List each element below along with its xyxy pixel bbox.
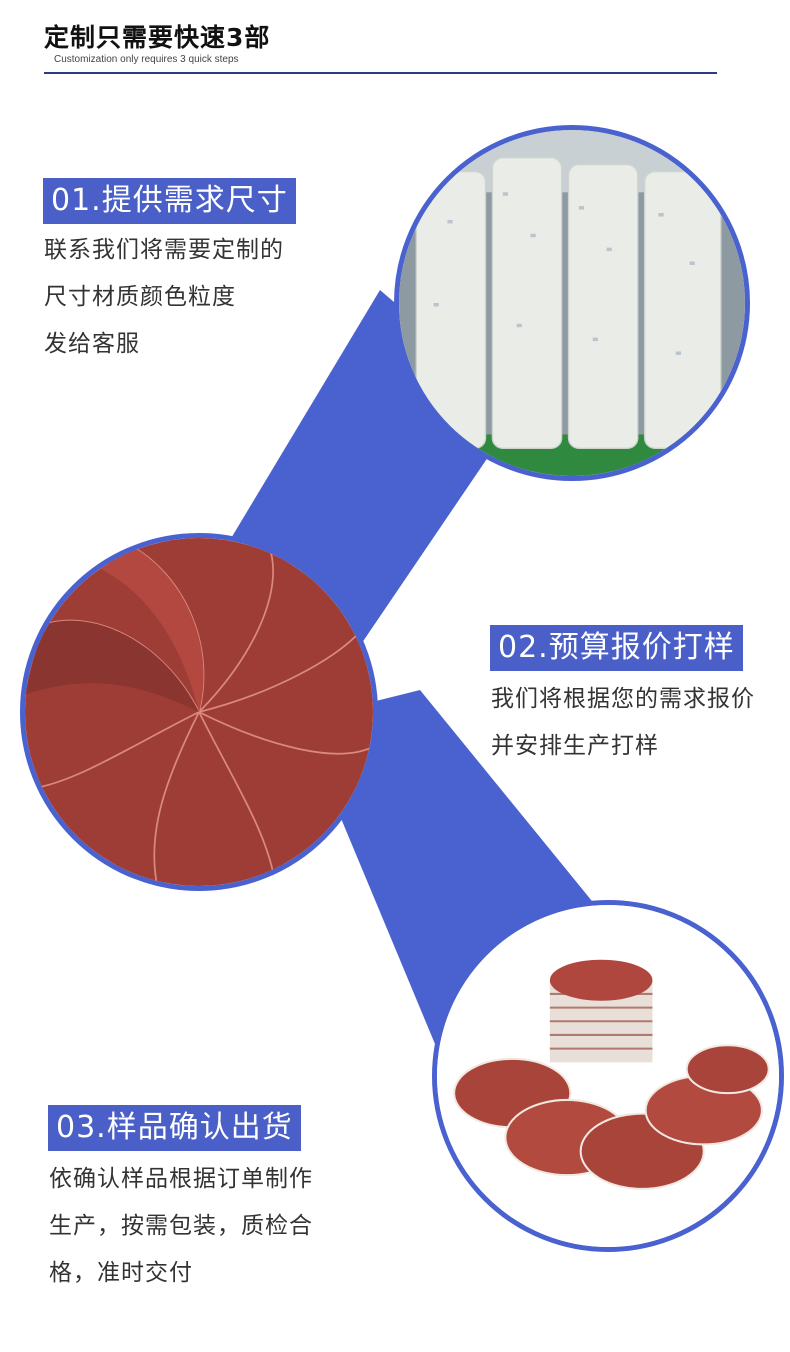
- page-title: 定制只需要快速3部: [44, 23, 271, 52]
- step-2-line: 我们将根据您的需求报价: [491, 686, 755, 712]
- sandpaper-rolls-photo: [394, 125, 750, 481]
- step-1-badge: 01.提供需求尺寸: [43, 178, 296, 224]
- step-2-line: 并安排生产打样: [491, 733, 659, 759]
- step-1-line: 联系我们将需要定制的: [44, 237, 284, 263]
- step-3-description: 依确认样品根据订单制作 生产，按需包装，质检合 格，准时交付: [49, 1156, 313, 1297]
- step-1-line: 发给客服: [44, 331, 140, 357]
- page-subtitle: Customization only requires 3 quick step…: [54, 54, 239, 65]
- step-3-line: 依确认样品根据订单制作: [49, 1166, 313, 1192]
- step-3-badge: 03.样品确认出货: [48, 1105, 301, 1151]
- header-divider: [44, 72, 717, 74]
- sanding-discs-stack-photo: [432, 900, 784, 1252]
- sanding-discs-spiral-photo: [20, 533, 378, 891]
- step-2-description: 我们将根据您的需求报价 并安排生产打样: [491, 676, 755, 770]
- step-3-line: 生产，按需包装，质检合: [49, 1213, 313, 1239]
- step-2-badge: 02.预算报价打样: [490, 625, 743, 671]
- step-1-description: 联系我们将需要定制的 尺寸材质颜色粒度 发给客服: [44, 227, 284, 368]
- step-3-line: 格，准时交付: [49, 1260, 193, 1286]
- step-1-line: 尺寸材质颜色粒度: [44, 284, 236, 310]
